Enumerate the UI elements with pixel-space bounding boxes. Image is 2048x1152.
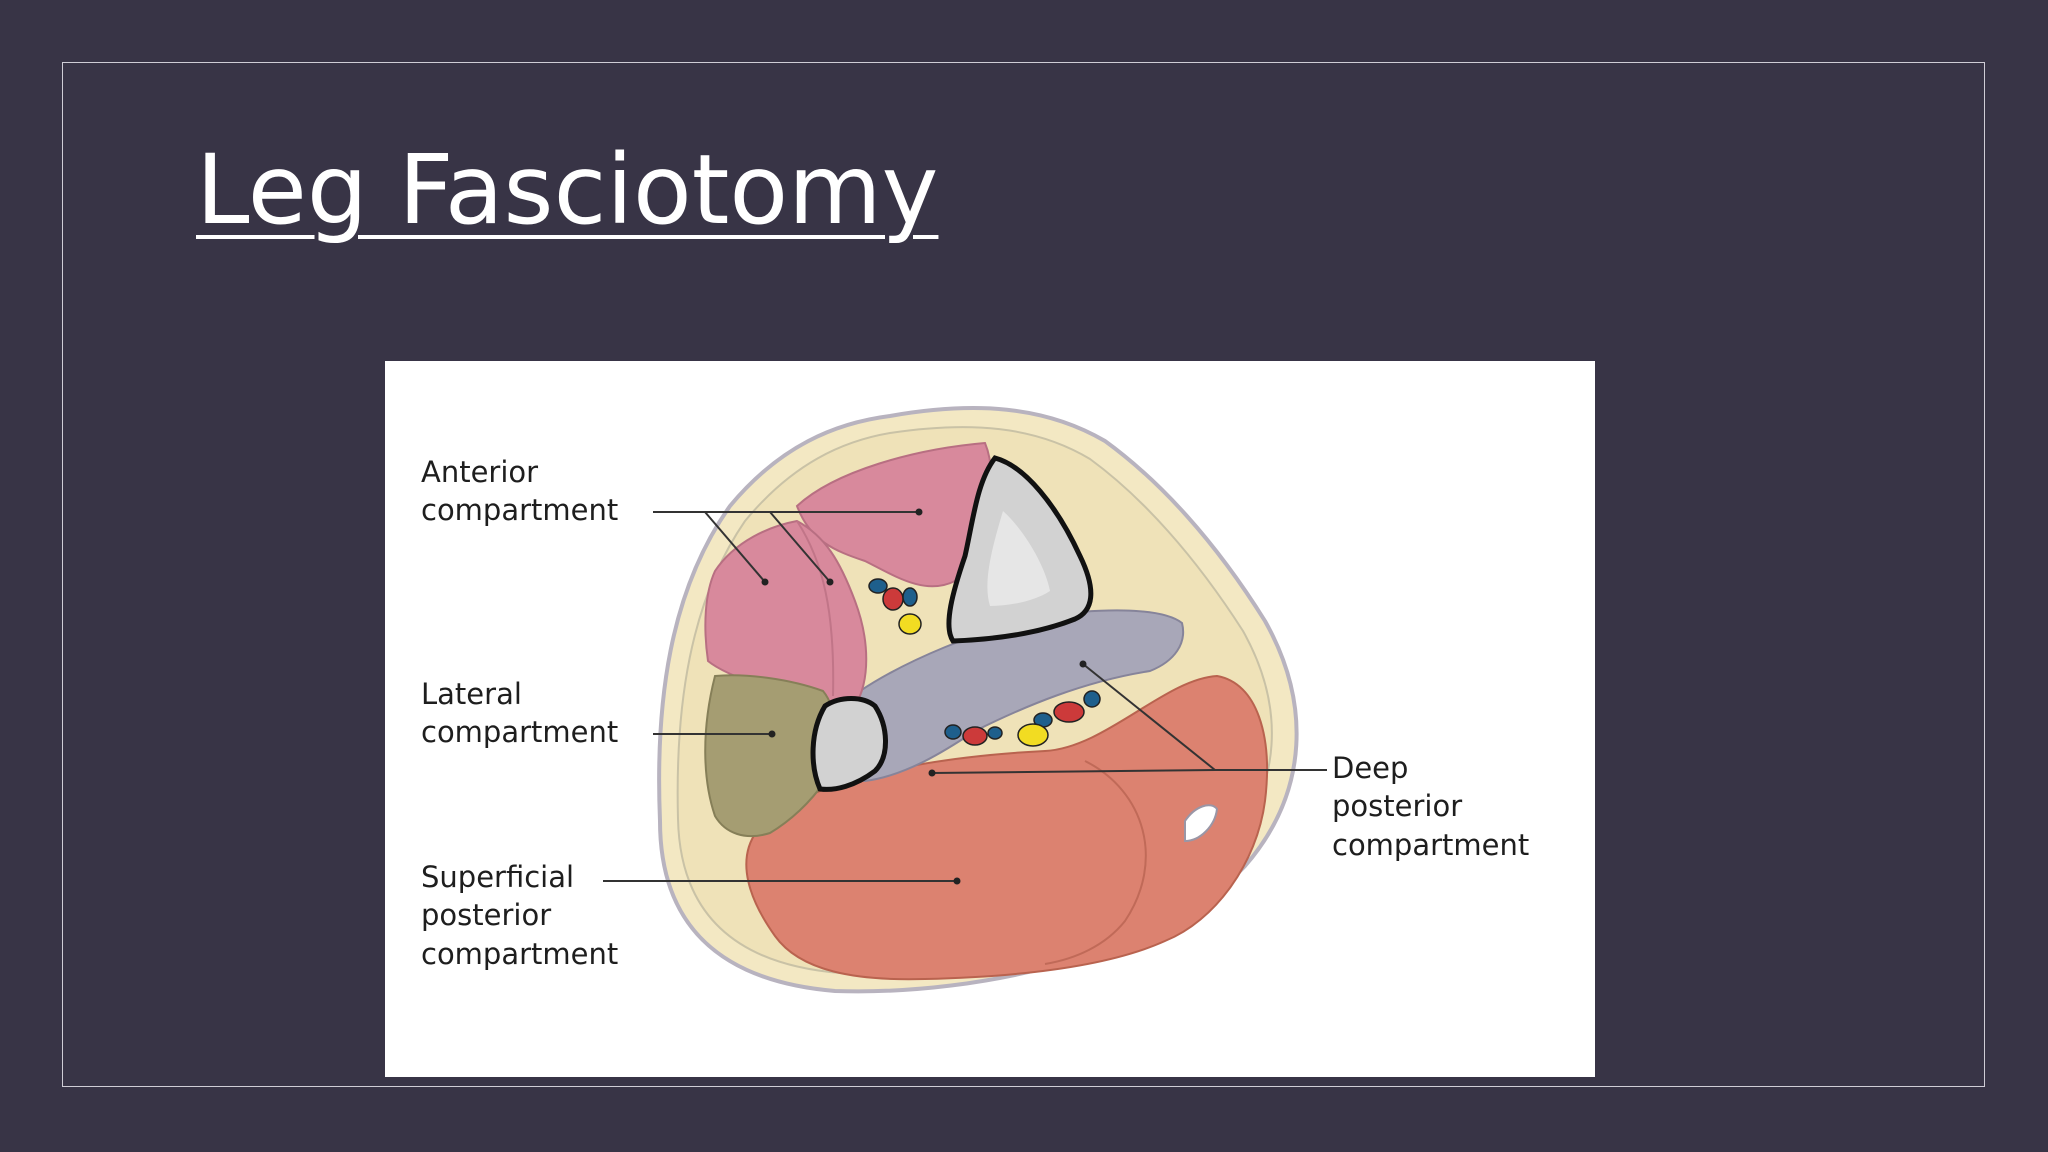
- anterior-tibial-vein-2: [902, 587, 918, 607]
- lateral-dot: [768, 730, 776, 738]
- anterior-muscle-division: [796, 520, 835, 697]
- superficial-posterior-muscle: [745, 674, 1268, 981]
- deep-posterior-leader-lower: [931, 769, 1216, 774]
- anterior-tibial-vein-1: [868, 578, 888, 594]
- saphenous-vein-lumen: [1184, 804, 1219, 843]
- anterior-label: Anterior compartment: [421, 455, 618, 527]
- deep-posterior-dot-lower: [928, 769, 936, 777]
- leader-lines: [603, 511, 1327, 882]
- tibia-marrow: [987, 511, 1050, 606]
- anterior-dot-1: [761, 578, 769, 586]
- gastrocnemius-division: [1044, 760, 1147, 965]
- superficial-posterior-dot: [953, 877, 961, 885]
- lateral-label: Lateral compartment: [421, 677, 618, 749]
- fibula-bone: [810, 696, 888, 792]
- posterior-tibial-artery: [1053, 701, 1085, 723]
- peroneal-vein-2: [987, 726, 1003, 740]
- anterior-dot-main: [915, 508, 923, 516]
- posterior-tibial-vein-2: [1083, 690, 1101, 708]
- anterior-dot-2: [826, 578, 834, 586]
- deep-posterior-leader-upper: [1082, 663, 1216, 771]
- deep-posterior-label: Deep posterior compartment: [1332, 751, 1529, 862]
- tibial-nerve: [1017, 723, 1049, 747]
- slide-title: Leg Fasciotomy: [196, 134, 939, 246]
- peroneal-artery: [962, 726, 988, 746]
- deep-posterior-dot-upper: [1079, 660, 1087, 668]
- cross-section-figure: Anterior compartment Lateral compartment…: [385, 361, 1595, 1077]
- leg-cross-section-diagram: Anterior compartment Lateral compartment…: [421, 406, 1529, 994]
- leader-dots: [761, 508, 1087, 885]
- lateral-muscle: [704, 674, 836, 838]
- slide-frame: [62, 62, 1985, 1087]
- deep-peroneal-nerve: [898, 613, 922, 635]
- anterior-leader-branch-1: [704, 511, 766, 583]
- anterior-tibial-artery: [882, 587, 904, 611]
- superficial-posterior-label: Superficial posterior compartment: [421, 860, 618, 971]
- anterior-leader-branch-2: [769, 511, 831, 583]
- peroneal-vein: [944, 724, 962, 740]
